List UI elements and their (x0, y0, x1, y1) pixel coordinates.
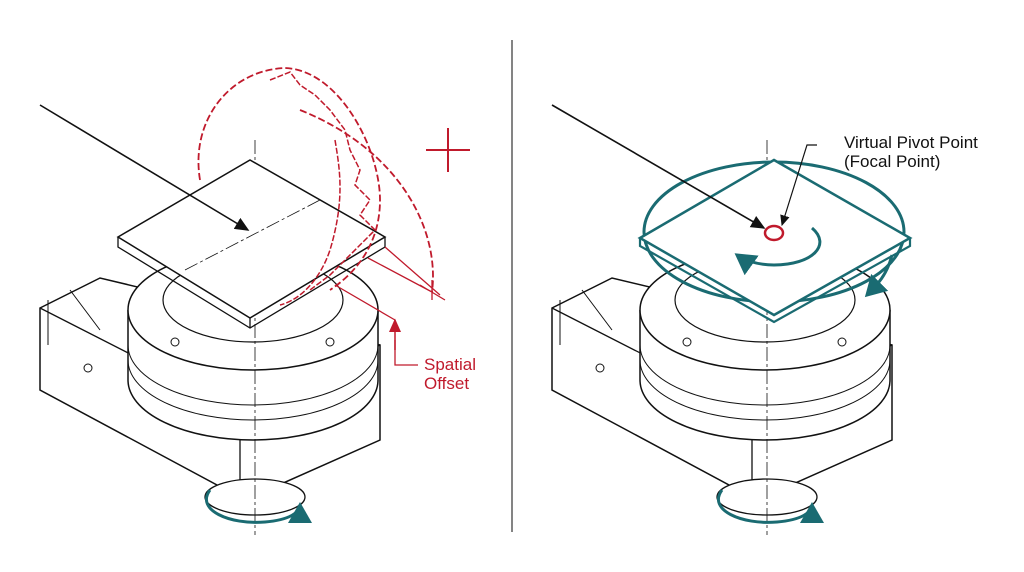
beam-arrow (39, 104, 250, 231)
virtual-pivot-label: Virtual Pivot Point (Focal Point) (844, 133, 978, 171)
left-device (39, 67, 470, 536)
red-crosshair-icon (426, 128, 470, 172)
label-line: Spatial (424, 355, 476, 374)
label-line: Offset (424, 374, 470, 393)
rotation-arrow-icon (717, 489, 824, 524)
label-line: (Focal Point) (844, 152, 941, 171)
beam-arrow (551, 104, 766, 229)
pivot-point-icon (763, 224, 785, 242)
rotation-arrow-icon (205, 489, 312, 524)
right-device (551, 104, 913, 536)
label-line: Virtual Pivot Point (844, 133, 978, 152)
spatial-offset-label: Spatial Offset (424, 355, 476, 393)
